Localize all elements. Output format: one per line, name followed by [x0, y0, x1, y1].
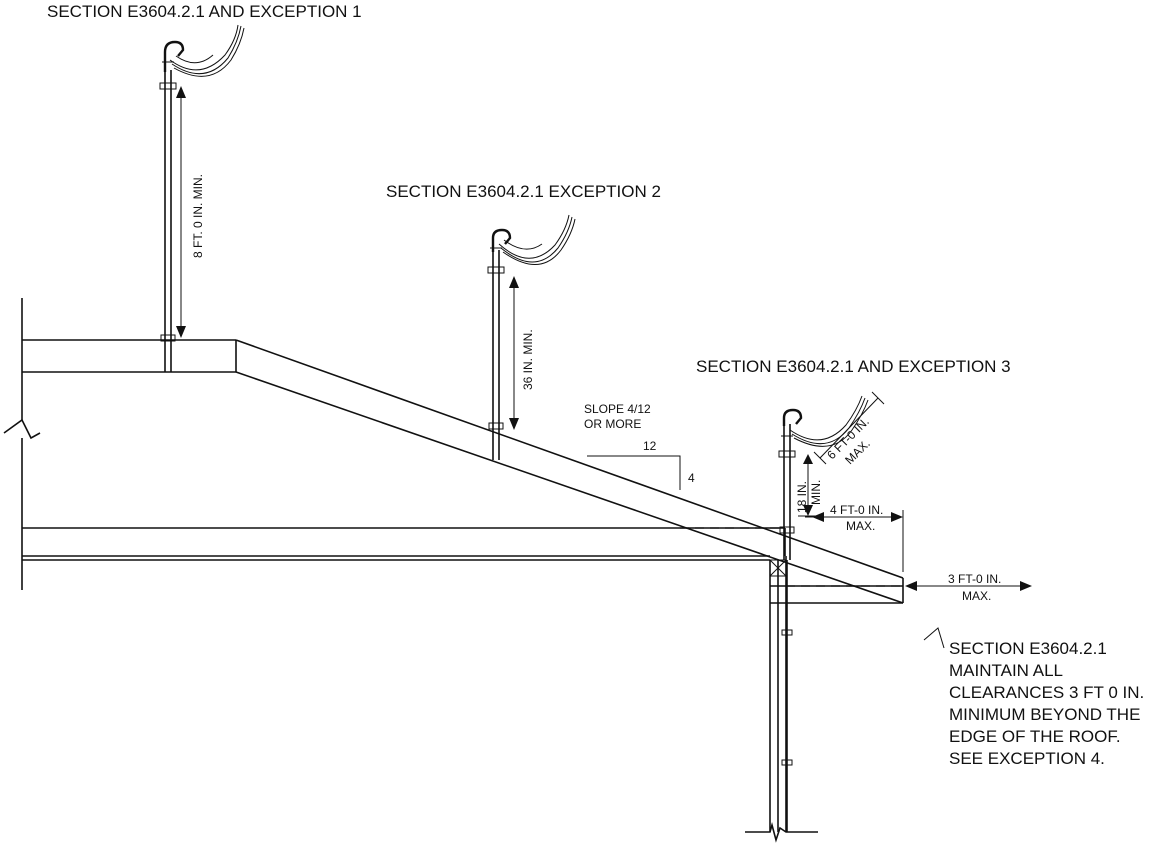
label-exception-1: SECTION E3604.2.1 AND EXCEPTION 1	[47, 2, 362, 21]
slope-text-2: OR MORE	[584, 417, 641, 431]
weatherhead-icon	[162, 40, 185, 72]
note-line: MINIMUM BEYOND THE	[949, 705, 1140, 724]
dimension-8ft	[176, 86, 186, 338]
service-drop-icon	[498, 214, 576, 265]
dim-3ft-text-2: MAX.	[962, 589, 991, 603]
service-drop-icon	[169, 24, 245, 77]
roof-structure	[22, 339, 904, 604]
dim-3ft-text-1: 3 FT-0 IN.	[948, 572, 1001, 586]
label-exception-3: SECTION E3604.2.1 AND EXCEPTION 3	[696, 357, 1011, 376]
label-exception-2: SECTION E3604.2.1 EXCEPTION 2	[386, 182, 661, 201]
service-mast-2	[487, 214, 576, 460]
dim-18in-text-1: 18 IN.	[795, 481, 809, 513]
dim-18in-text-2: MIN.	[809, 480, 823, 505]
dim-8ft-text: 8 FT. 0 IN. MIN.	[191, 174, 205, 258]
note-leader	[923, 627, 945, 649]
weatherhead-icon	[781, 408, 803, 437]
dim-36in-text: 36 IN. MIN.	[521, 329, 535, 390]
left-wall	[3, 298, 41, 590]
slope-run-text: 12	[643, 439, 657, 453]
service-mast-1	[159, 24, 245, 372]
clearance-note: SECTION E3604.2.1 MAINTAIN ALL CLEARANCE…	[949, 639, 1144, 768]
dimension-4ft	[680, 510, 904, 572]
dimension-18in	[798, 454, 822, 517]
weatherhead-icon	[490, 228, 512, 252]
note-line: CLEARANCES 3 FT 0 IN.	[949, 683, 1144, 702]
note-line: MAINTAIN ALL	[949, 661, 1063, 680]
note-line: SEE EXCEPTION 4.	[949, 749, 1105, 768]
dimension-6ft	[813, 391, 885, 465]
exterior-wall	[745, 556, 818, 843]
dimension-36in	[509, 276, 519, 430]
note-line: SECTION E3604.2.1	[949, 639, 1107, 658]
dimension-3ft	[786, 581, 1032, 591]
dim-4ft-text-1: 4 FT-0 IN.	[830, 503, 883, 517]
dim-4ft-text-2: MAX.	[846, 519, 875, 533]
slope-indicator	[587, 455, 681, 490]
note-line: EDGE OF THE ROOF.	[949, 727, 1121, 746]
slope-rise-text: 4	[688, 471, 695, 485]
slope-text-1: SLOPE 4/12	[584, 402, 651, 416]
